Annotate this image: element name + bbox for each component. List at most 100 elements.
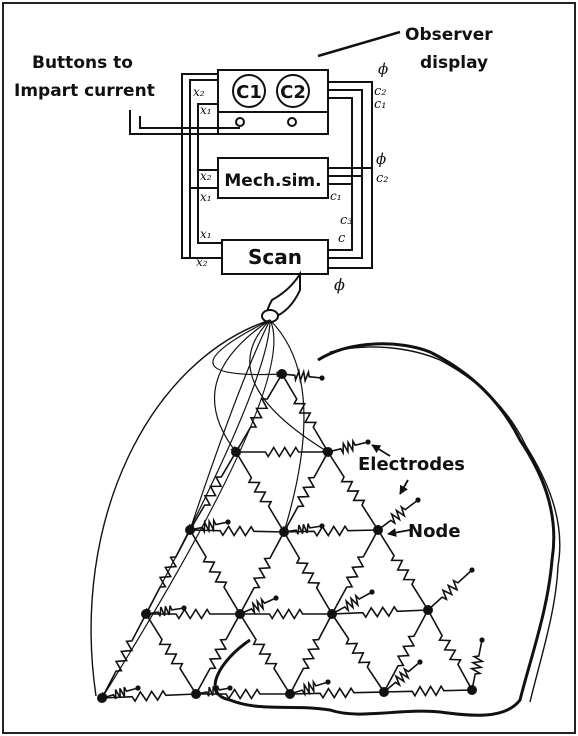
buttons-label-line2: Impart current <box>14 81 155 101</box>
observer-label-line1: Observer <box>405 25 493 45</box>
resistor-dr <box>239 613 291 695</box>
mech-sim-label: Mech.sim. <box>224 171 321 191</box>
resistor-dl <box>239 531 285 615</box>
electrode-lead <box>327 438 369 456</box>
signal-x2-mech: x₂ <box>200 169 212 183</box>
electrode <box>417 659 423 665</box>
signal-x1-scan: x₁ <box>200 227 212 241</box>
resistor-h <box>236 445 328 459</box>
resistor-dr <box>283 531 333 615</box>
resistor-dl <box>383 609 429 693</box>
signal-phi-scan: ϕ <box>334 275 345 294</box>
scan-lead-outer <box>90 319 271 697</box>
resistor-h <box>283 524 379 538</box>
resistor-dl <box>283 451 329 533</box>
dial-c1-label: C1 <box>236 82 262 103</box>
wire-phi-right <box>328 81 373 269</box>
body-outline <box>213 342 556 717</box>
electrode <box>479 637 485 643</box>
electrode-lead <box>239 596 277 616</box>
electrode-lead <box>189 517 229 535</box>
resistor-dr <box>189 529 241 615</box>
resistor-dl <box>101 613 147 699</box>
dial-c2-label: C2 <box>280 82 306 103</box>
resistor-dl <box>195 613 241 695</box>
body-outline-inner <box>329 346 561 703</box>
electrode <box>319 523 325 529</box>
observer-pointer <box>317 30 401 58</box>
node-pointer <box>387 528 411 537</box>
resistor-h <box>240 607 332 621</box>
control-unit <box>129 30 401 323</box>
signal-c1-top: c₁ <box>374 97 387 112</box>
scan-lead <box>214 319 271 453</box>
resistor-h <box>289 686 385 700</box>
electrode <box>365 439 371 445</box>
observer-box <box>217 69 329 113</box>
electrodes-pointer-2 <box>399 479 409 495</box>
scan-lead <box>145 319 271 615</box>
resistor-dl <box>331 529 379 615</box>
electrode <box>225 519 231 525</box>
resistor-dr <box>327 451 379 531</box>
network-node <box>235 609 245 619</box>
resistor-h <box>196 687 290 701</box>
electrodes-label: Electrodes <box>358 454 465 475</box>
resistor-dr <box>427 609 473 691</box>
resistor-h <box>146 607 240 621</box>
network-node <box>191 689 201 699</box>
observer-label-line2: display <box>420 53 488 73</box>
electrode <box>319 375 325 381</box>
impart-button-1[interactable] <box>235 117 245 127</box>
button-wire-2 <box>129 110 288 135</box>
signal-x1-top: x₁ <box>200 103 212 117</box>
signal-phi-mech: ϕ <box>376 150 386 168</box>
wire-c2-right <box>328 89 363 259</box>
resistor-dr <box>281 373 329 453</box>
signal-c2-mech: c₂ <box>376 171 389 186</box>
button-wire-1 <box>139 116 240 129</box>
scan-lead <box>269 319 305 533</box>
scan-leads <box>90 319 329 699</box>
resistor-h <box>101 689 197 703</box>
electrode <box>273 595 279 601</box>
resistor-h <box>383 684 473 698</box>
resistor-h <box>331 605 429 619</box>
electrode <box>325 679 331 685</box>
electrode <box>415 497 421 503</box>
signal-c-scan: c <box>338 231 346 246</box>
network-node <box>423 605 433 615</box>
electrode-lead <box>101 686 139 700</box>
mech-sim-box <box>217 157 329 199</box>
electrode <box>181 605 187 611</box>
scan-lead <box>188 319 271 531</box>
electrodes-pointer-1 <box>371 444 391 457</box>
wire-c1-right <box>328 97 353 251</box>
electrode <box>135 685 141 691</box>
electrode-lead <box>281 368 323 384</box>
scan-lead <box>101 319 275 699</box>
electrode-lead <box>427 569 473 611</box>
electrode-lead <box>383 661 421 693</box>
wire-outer-left <box>181 73 218 259</box>
electrode <box>227 685 233 691</box>
network-node <box>379 687 389 697</box>
signal-phi-top: ϕ <box>378 60 388 78</box>
electrode-lead <box>331 591 373 615</box>
network-node <box>285 689 295 699</box>
electrode-lead <box>377 499 419 531</box>
resistor-dr <box>377 529 429 611</box>
electrode-lead <box>195 685 231 697</box>
impart-button-2[interactable] <box>287 117 297 127</box>
resistor-dr <box>235 451 285 533</box>
electrode-lead <box>289 678 329 698</box>
node-label: Node <box>408 521 461 542</box>
resistor-h <box>189 524 285 538</box>
signal-x1-mech: x₁ <box>200 190 212 204</box>
resistor-dr <box>331 613 385 693</box>
scan-lead <box>212 319 283 378</box>
resistor-dl <box>289 613 333 695</box>
wire-x1-left <box>197 103 222 244</box>
resistor-network <box>97 368 485 703</box>
signal-x2-top: x₂ <box>193 85 205 99</box>
